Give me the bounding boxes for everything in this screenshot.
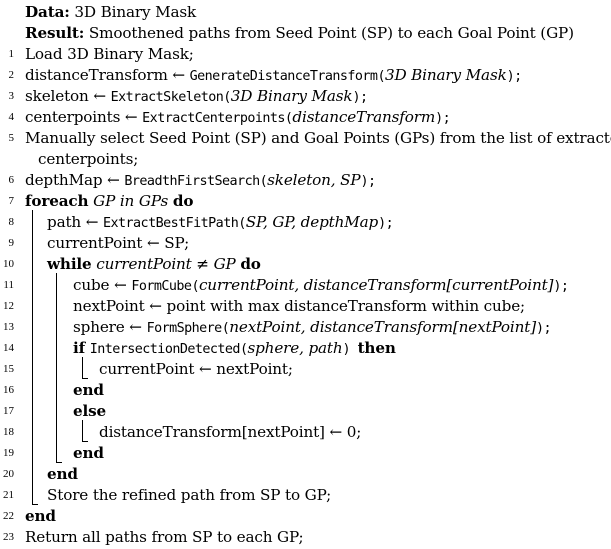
line-number: 4 (8, 111, 15, 123)
argument: nextPoint, distanceTransform[nextPoint] (229, 318, 536, 336)
while-block-rule (56, 273, 57, 462)
function-name: FormCube (131, 279, 192, 294)
assign-text: centerpoints ← (25, 108, 143, 126)
foreach-block-rule (32, 210, 33, 504)
argument: currentPoint, distanceTransform[currentP… (198, 276, 554, 294)
function-name: FormSphere (146, 321, 223, 336)
keyword-else: else (73, 402, 107, 420)
assign-text: skeleton ← (25, 87, 111, 105)
paren-close: ); (435, 111, 451, 126)
keyword-end: end (73, 381, 104, 399)
keyword-end: end (25, 507, 56, 525)
line-number: 15 (3, 363, 14, 375)
keyword-then: then (357, 339, 396, 357)
assign-text: depthMap ← (25, 171, 125, 189)
argument: SP, GP, depthMap (245, 213, 379, 231)
paren-open: ( (221, 321, 230, 336)
statement-continuation: centerpoints; (38, 150, 139, 168)
loop-condition: currentPoint ≠ GP (96, 255, 236, 273)
paren-close: ); (352, 90, 369, 105)
line-number: 16 (3, 384, 14, 396)
line-number: 1 (8, 48, 15, 60)
line-number: 12 (3, 300, 14, 312)
if-block-end-tick (82, 378, 88, 379)
line-number: 19 (3, 447, 14, 459)
while-block-end-tick (56, 462, 62, 463)
keyword-do: do (240, 255, 261, 273)
line-number: 11 (3, 279, 14, 291)
keyword-while: while (47, 255, 92, 273)
paren-open: ( (259, 174, 268, 189)
line-number: 14 (3, 342, 14, 354)
statement: Manually select Seed Point (SP) and Goal… (25, 129, 611, 147)
line-number: 7 (8, 195, 15, 207)
keyword-do: do (172, 192, 194, 210)
line-number: 8 (8, 216, 15, 228)
function-name: ExtractBestFitPath (103, 216, 239, 231)
line-number: 6 (8, 174, 15, 186)
statement: currentPoint ← SP; (47, 234, 190, 252)
paren-close: ); (553, 279, 569, 294)
paren-open: ( (284, 111, 293, 126)
function-name: ExtractCenterpoints (142, 111, 285, 126)
if-block-rule (82, 357, 83, 378)
paren-open: ( (223, 90, 231, 105)
data-text: 3D Binary Mask (74, 3, 197, 21)
line-number: 20 (3, 468, 14, 480)
assign-text: sphere ← (73, 318, 147, 336)
assign-text: distanceTransform ← (25, 66, 190, 84)
function-name: IntersectionDetected (89, 342, 241, 357)
paren-open: ( (377, 69, 385, 84)
line-number: 18 (3, 426, 14, 438)
argument: 3D Binary Mask (384, 66, 507, 84)
line-number: 10 (3, 258, 14, 270)
keyword-end: end (73, 444, 104, 462)
data-label: Data: (25, 3, 70, 21)
argument: distanceTransform (292, 108, 436, 126)
statement: Return all paths from SP to each GP; (25, 528, 304, 546)
line-number: 5 (8, 132, 15, 144)
argument: skeleton, SP (267, 171, 361, 189)
keyword-end: end (47, 465, 78, 483)
statement: nextPoint ← point with max distanceTrans… (73, 297, 526, 315)
else-block-rule (82, 420, 83, 441)
keyword-foreach: foreach (25, 192, 89, 210)
line-number: 3 (8, 90, 15, 102)
result-text: Smoothened paths from Seed Point (SP) to… (88, 24, 574, 42)
paren-close: ); (360, 174, 376, 189)
paren-open: ( (239, 342, 248, 357)
function-name: ExtractSkeleton (110, 90, 224, 105)
statement: Store the refined path from SP to GP; (47, 486, 332, 504)
paren-open: ( (191, 279, 199, 294)
paren-close: ); (535, 321, 552, 336)
function-name: GenerateDistanceTransform (189, 69, 378, 84)
loop-condition: GP in GPs (93, 192, 169, 210)
result-label: Result: (25, 24, 85, 42)
assign-text: cube ← (73, 276, 132, 294)
paren-open: ( (238, 216, 246, 231)
assign-text: path ← (47, 213, 103, 231)
line-number: 17 (3, 405, 14, 417)
paren-close: ); (506, 69, 523, 84)
statement: Load 3D Binary Mask; (25, 45, 194, 63)
paren-close: ) (342, 342, 358, 357)
line-number: 13 (3, 321, 14, 333)
foreach-block-end-tick (32, 504, 38, 505)
line-number: 21 (3, 489, 14, 501)
statement: distanceTransform[nextPoint] ← 0; (99, 423, 362, 441)
argument: sphere, path (247, 339, 343, 357)
keyword-if: if (73, 339, 86, 357)
statement: currentPoint ← nextPoint; (99, 360, 293, 378)
paren-close: ); (378, 216, 394, 231)
line-number: 2 (8, 69, 15, 81)
argument: 3D Binary Mask (230, 87, 353, 105)
line-number: 22 (3, 510, 14, 522)
else-block-end-tick (82, 441, 88, 442)
line-number: 9 (8, 237, 15, 249)
function-name: BreadthFirstSearch (124, 174, 260, 189)
line-number: 23 (3, 531, 14, 543)
